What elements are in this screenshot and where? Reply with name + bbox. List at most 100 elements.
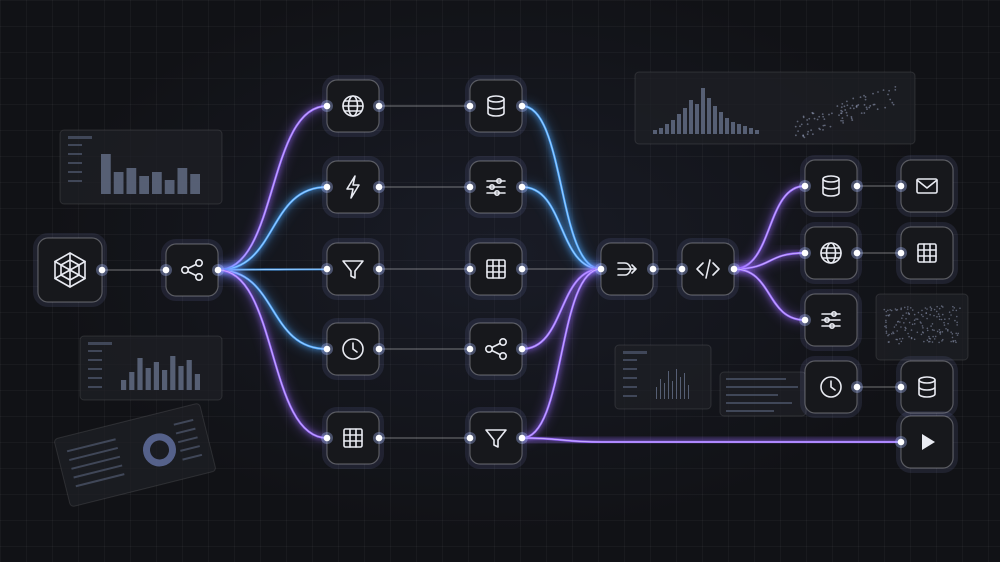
map-dot: [941, 338, 944, 341]
node-c2r2[interactable]: [464, 156, 528, 218]
output-port[interactable]: [518, 345, 526, 353]
input-port[interactable]: [323, 434, 331, 442]
scatter-point: [800, 123, 803, 126]
output-port[interactable]: [730, 265, 738, 273]
input-port[interactable]: [466, 434, 474, 442]
node-e2[interactable]: [895, 222, 958, 284]
map-dot: [928, 335, 930, 338]
map-dot: [895, 338, 898, 341]
output-port[interactable]: [518, 434, 526, 442]
input-port[interactable]: [897, 438, 905, 446]
map-dot: [929, 313, 931, 316]
node-c1r1[interactable]: [321, 75, 385, 137]
input-port[interactable]: [678, 265, 686, 273]
node-source[interactable]: [33, 233, 108, 307]
node-o4[interactable]: [800, 356, 863, 418]
node-box: [469, 411, 523, 465]
map-dot: [936, 305, 938, 308]
node-o3[interactable]: [799, 289, 862, 351]
node-c2r4[interactable]: [464, 318, 528, 380]
node-c2r5[interactable]: [464, 407, 528, 469]
input-port[interactable]: [323, 102, 331, 110]
scatter-point: [844, 109, 847, 111]
input-port[interactable]: [801, 182, 809, 190]
map-dot: [909, 307, 912, 309]
output-port[interactable]: [214, 266, 222, 274]
scatter-point: [864, 98, 867, 101]
bar-panel-left-bottom-heading: [88, 342, 112, 345]
input-port[interactable]: [801, 249, 809, 257]
bar-panel-center-bottom-bar: [668, 371, 669, 399]
output-port[interactable]: [375, 434, 383, 442]
node-e4[interactable]: [895, 356, 958, 418]
output-port[interactable]: [853, 182, 861, 190]
bar-panel-left-top-bar: [177, 168, 188, 194]
node-split[interactable]: [160, 239, 224, 301]
scatter-point: [877, 91, 879, 93]
scatter-point: [822, 115, 825, 118]
map-dot: [938, 328, 941, 331]
output-port[interactable]: [375, 102, 383, 110]
output-port[interactable]: [853, 383, 861, 391]
output-port[interactable]: [518, 183, 526, 191]
input-port[interactable]: [897, 249, 905, 257]
scatter-point: [802, 116, 805, 119]
output-port[interactable]: [853, 249, 861, 257]
input-port[interactable]: [323, 345, 331, 353]
node-o2[interactable]: [799, 222, 863, 284]
node-c1r3[interactable]: [321, 238, 385, 300]
input-port[interactable]: [323, 183, 331, 191]
link-core: [733, 268, 806, 321]
bar-panel-center-bottom-bar: [664, 383, 665, 399]
node-code[interactable]: [676, 238, 740, 300]
scatter-point: [852, 107, 855, 110]
node-merge[interactable]: [595, 238, 659, 300]
input-port[interactable]: [597, 265, 605, 273]
scatter-point: [829, 125, 832, 128]
map-dot: [935, 310, 938, 313]
input-port[interactable]: [897, 383, 905, 391]
output-port[interactable]: [649, 265, 657, 273]
output-port[interactable]: [375, 345, 383, 353]
map-dot: [922, 327, 924, 329]
map-dot: [921, 309, 923, 312]
node-e1[interactable]: [895, 155, 958, 217]
map-dot: [952, 305, 954, 308]
node-o1[interactable]: [799, 155, 863, 217]
output-port[interactable]: [375, 183, 383, 191]
map-dot: [896, 321, 899, 323]
map-dot: [894, 308, 897, 310]
input-port[interactable]: [466, 345, 474, 353]
map-dot: [885, 325, 887, 327]
input-port[interactable]: [801, 316, 809, 324]
bar-panel-left-top-tick: [68, 144, 82, 146]
output-port[interactable]: [375, 265, 383, 273]
output-port[interactable]: [518, 265, 526, 273]
map-dot: [928, 340, 931, 343]
node-play[interactable]: [895, 411, 958, 473]
map-dot: [950, 314, 952, 316]
output-port[interactable]: [98, 266, 106, 274]
link-c2r5-to-merge: [521, 266, 602, 441]
map-dot: [936, 330, 939, 333]
input-port[interactable]: [466, 265, 474, 273]
map-dot: [948, 318, 951, 320]
bar-panel-center-bottom-frame: [614, 344, 712, 410]
input-port[interactable]: [323, 265, 331, 273]
node-c1r4[interactable]: [321, 318, 385, 380]
output-port[interactable]: [518, 102, 526, 110]
map-dot: [933, 338, 936, 340]
scatter-point: [888, 89, 891, 92]
input-port[interactable]: [897, 182, 905, 190]
map-dot: [947, 322, 949, 325]
input-port[interactable]: [466, 183, 474, 191]
node-c1r2[interactable]: [321, 156, 385, 218]
histogram-bar: [695, 104, 699, 134]
node-c1r5[interactable]: [321, 407, 385, 469]
bar-panel-left-top-bar: [126, 168, 137, 194]
node-c2r3[interactable]: [464, 238, 528, 300]
input-port[interactable]: [162, 266, 170, 274]
node-c2r1[interactable]: [464, 75, 528, 137]
input-port[interactable]: [466, 102, 474, 110]
